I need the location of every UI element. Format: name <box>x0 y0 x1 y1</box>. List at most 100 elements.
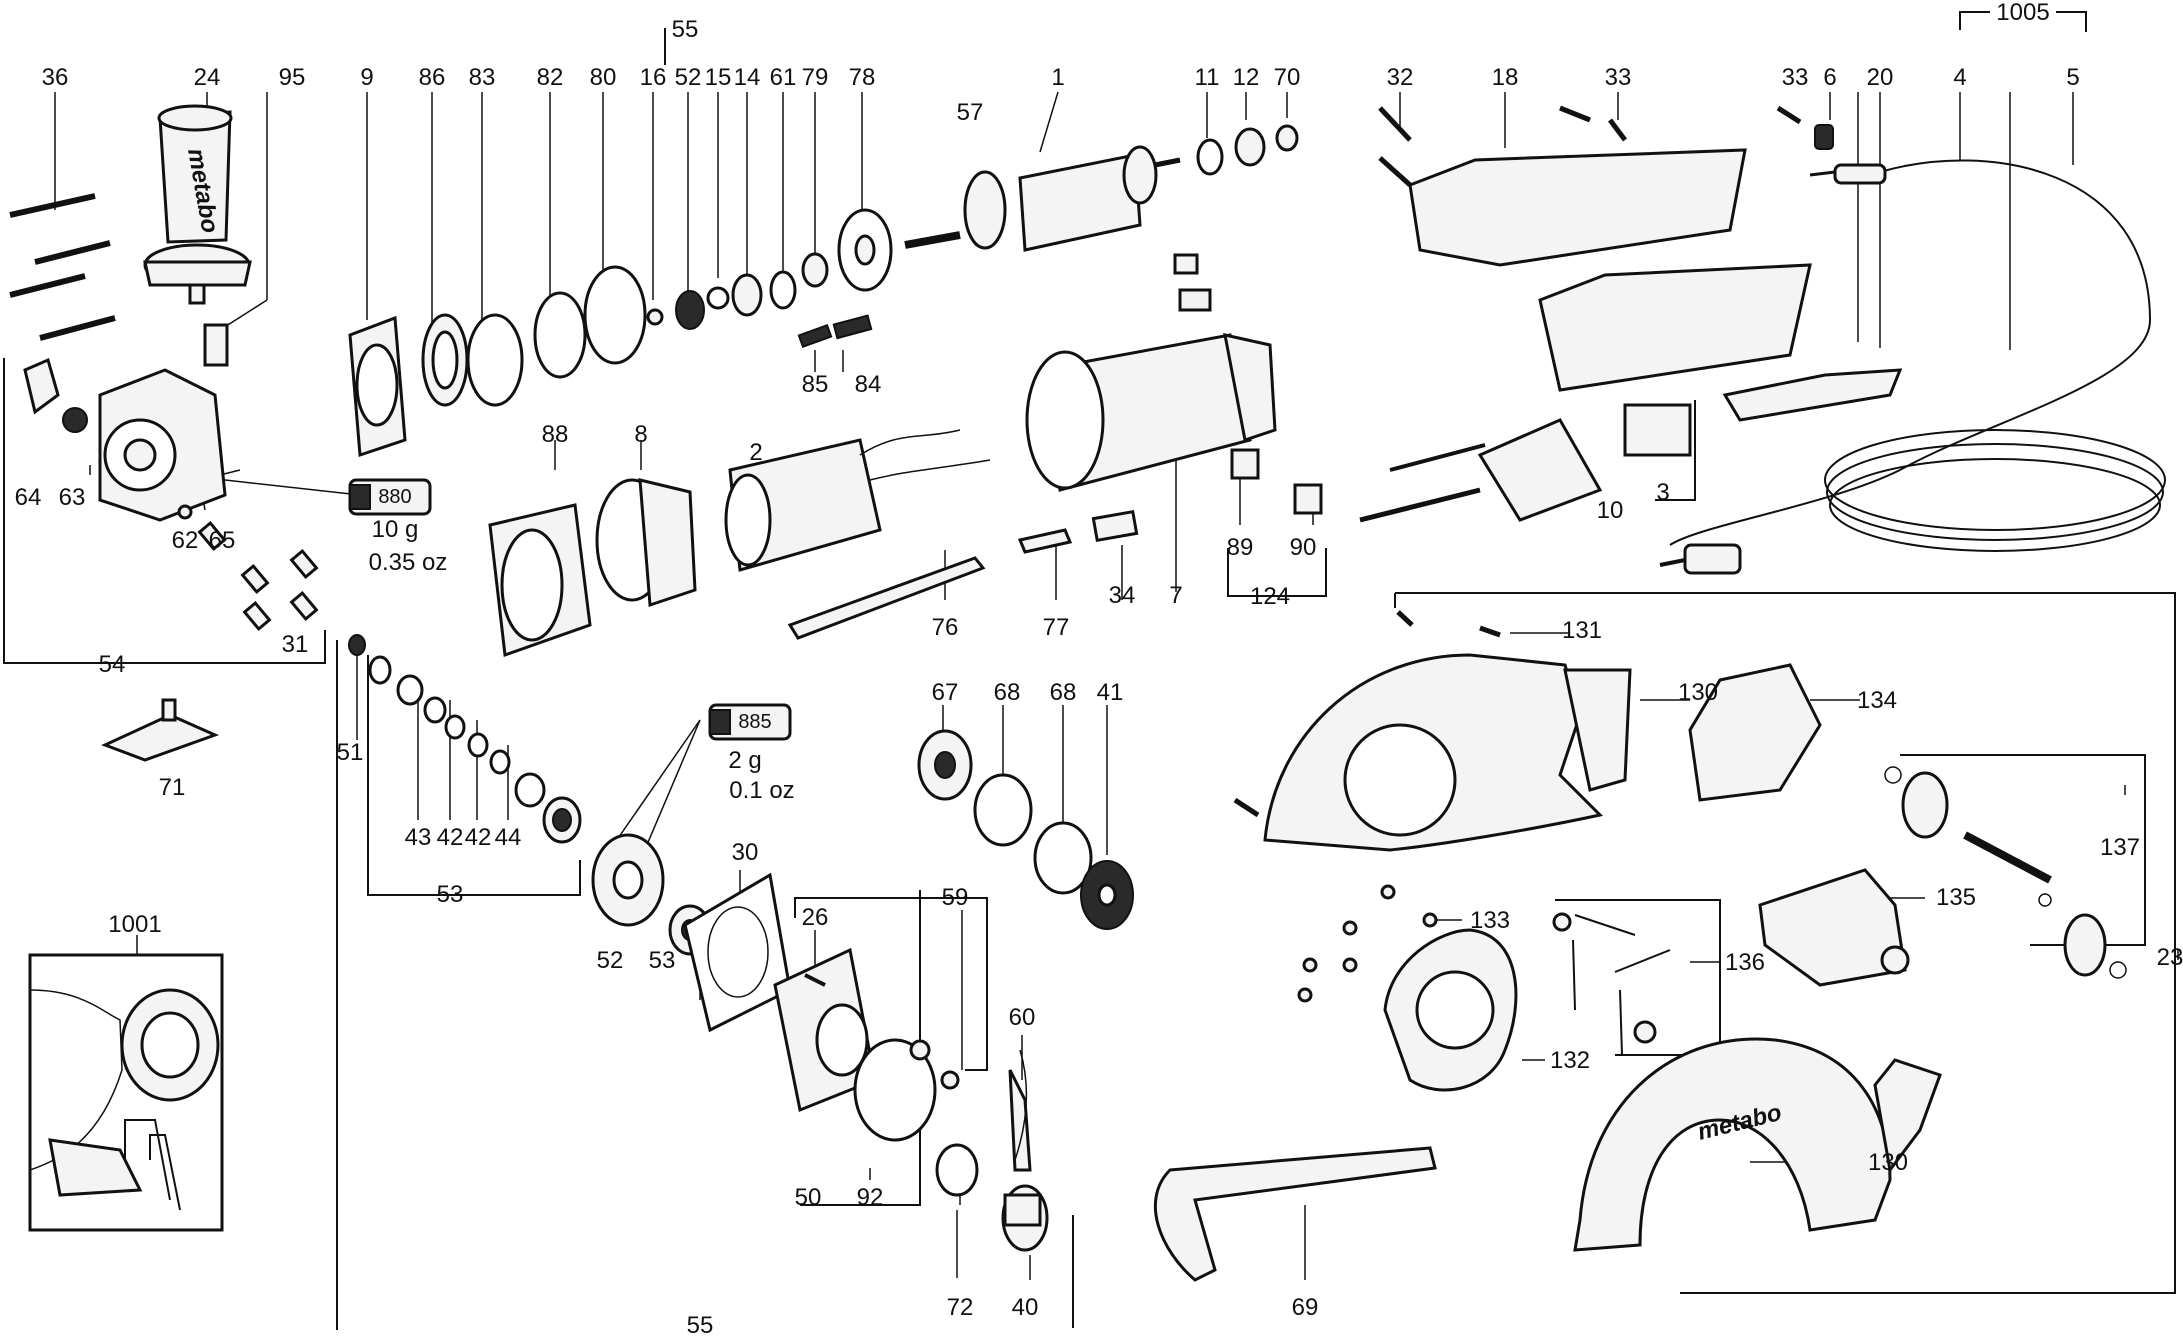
label-133: 133 <box>1470 907 1510 934</box>
label-63: 63 <box>59 484 86 511</box>
label-16: 16 <box>640 64 667 91</box>
fan-disc-78 <box>837 208 893 292</box>
side-handle-24: metabo <box>143 104 252 305</box>
label-82: 82 <box>537 64 564 91</box>
label-36: 36 <box>42 64 69 91</box>
label-23: 23 <box>2157 944 2183 971</box>
label-10: 10 <box>1597 497 1624 524</box>
label-51: 51 <box>337 739 364 766</box>
motor-cover-88 <box>488 503 592 658</box>
label-70: 70 <box>1274 64 1301 91</box>
label-6: 6 <box>1823 64 1836 91</box>
label-52-bottom: 52 <box>597 947 624 974</box>
label-83: 83 <box>469 64 496 91</box>
switch-10-3 <box>1359 403 1692 523</box>
label-80: 80 <box>590 64 617 91</box>
label-86: 86 <box>419 64 446 91</box>
label-64: 64 <box>15 484 42 511</box>
label-84: 84 <box>855 371 882 398</box>
fan-baffle-8 <box>595 478 697 608</box>
label-132: 132 <box>1550 1047 1590 1074</box>
plate-80 <box>583 265 647 365</box>
label-57: 57 <box>957 99 984 126</box>
label-42-a: 42 <box>437 824 464 851</box>
label-72: 72 <box>947 1294 974 1321</box>
grease-amount-880: 10 g <box>372 516 419 543</box>
small-screws-31 <box>177 504 319 632</box>
label-34: 34 <box>1109 582 1136 609</box>
grease-amount-oz-885: 0.1 oz <box>729 777 794 804</box>
mains-cable-5-4-1005 <box>1659 159 2166 575</box>
insulating-parts-34-77-76 <box>787 509 1139 640</box>
label-1001: 1001 <box>108 911 161 938</box>
label-85: 85 <box>802 371 829 398</box>
small-parts-59-26-60 <box>804 973 1032 1172</box>
guard-130-bottom: metabo <box>1573 1037 1942 1252</box>
label-7: 7 <box>1169 582 1182 609</box>
label-33-b: 33 <box>1782 64 1809 91</box>
label-76: 76 <box>932 614 959 641</box>
label-130-bottom: 130 <box>1868 1149 1908 1176</box>
screws-32-33-6 <box>1378 105 1834 187</box>
label-69: 69 <box>1292 1294 1319 1321</box>
label-68-a: 68 <box>994 679 1021 706</box>
label-1: 1 <box>1051 64 1064 91</box>
label-11: 11 <box>1195 64 1220 91</box>
small-rings-16-15-14 <box>646 270 797 330</box>
label-89: 89 <box>1227 534 1254 561</box>
label-67: 67 <box>932 679 959 706</box>
label-53-bottom: 53 <box>649 947 676 974</box>
grease-tube-885 <box>708 703 792 741</box>
label-95: 95 <box>279 64 306 91</box>
guard-130-top <box>1263 653 1632 852</box>
label-9: 9 <box>360 64 373 91</box>
armature-1 <box>904 145 1181 252</box>
label-137: 137 <box>2100 834 2140 861</box>
label-14: 14 <box>734 64 761 91</box>
label-20: 20 <box>1867 64 1894 91</box>
gear-86 <box>421 313 469 407</box>
bearings-67-68-41 <box>917 729 1134 930</box>
leader-lines <box>54 91 2179 1280</box>
label-41: 41 <box>1097 679 1124 706</box>
label-30: 30 <box>732 839 759 866</box>
label-8: 8 <box>634 421 647 448</box>
part-number-labels: 1 1005 4 5 36 24 95 9 86 83 82 80 16 55 … <box>15 0 2183 1337</box>
grease-amount-oz-880: 0.35 oz <box>369 549 448 576</box>
guide-sled-135 <box>1758 868 1910 987</box>
stator-2 <box>724 429 991 572</box>
motor-housing-7 <box>1025 253 1277 492</box>
bush-79 <box>801 252 829 288</box>
grease-tube-880 <box>348 478 432 516</box>
label-26: 26 <box>802 904 829 931</box>
label-54: 54 <box>99 651 126 678</box>
adapter-ring-132 <box>1383 928 1518 1092</box>
label-131: 131 <box>1562 617 1602 644</box>
inset-1001-wiring <box>28 953 224 1232</box>
flange-50-and-ring-92 <box>773 947 937 1142</box>
pins-136 <box>1552 912 1671 1056</box>
label-50: 50 <box>795 1184 822 1211</box>
label-71: 71 <box>159 774 186 801</box>
label-77: 77 <box>1043 614 1070 641</box>
label-136: 136 <box>1725 949 1765 976</box>
spring-83 <box>466 313 524 407</box>
grease-amount-885: 2 g <box>728 747 761 774</box>
label-55-bottom: 55 <box>687 1312 714 1337</box>
label-90: 90 <box>1290 534 1317 561</box>
label-1005: 1005 <box>1996 0 2049 26</box>
grease-annotations: 880 10 g 0.35 oz 885 2 g 0.1 oz <box>369 486 795 804</box>
gasket-30 <box>683 872 792 1033</box>
fixing-plate-71 <box>101 698 220 762</box>
label-55-top: 55 <box>672 16 699 43</box>
label-134: 134 <box>1857 687 1897 714</box>
label-78: 78 <box>849 64 876 91</box>
grease-tube-880-label: 880 <box>378 486 411 508</box>
label-130-top: 130 <box>1678 679 1718 706</box>
wheel-assembly-137 <box>1884 766 2127 979</box>
label-5: 5 <box>2066 64 2079 91</box>
label-92: 92 <box>857 1184 884 1211</box>
label-62: 62 <box>172 527 199 554</box>
label-31: 31 <box>282 631 309 658</box>
